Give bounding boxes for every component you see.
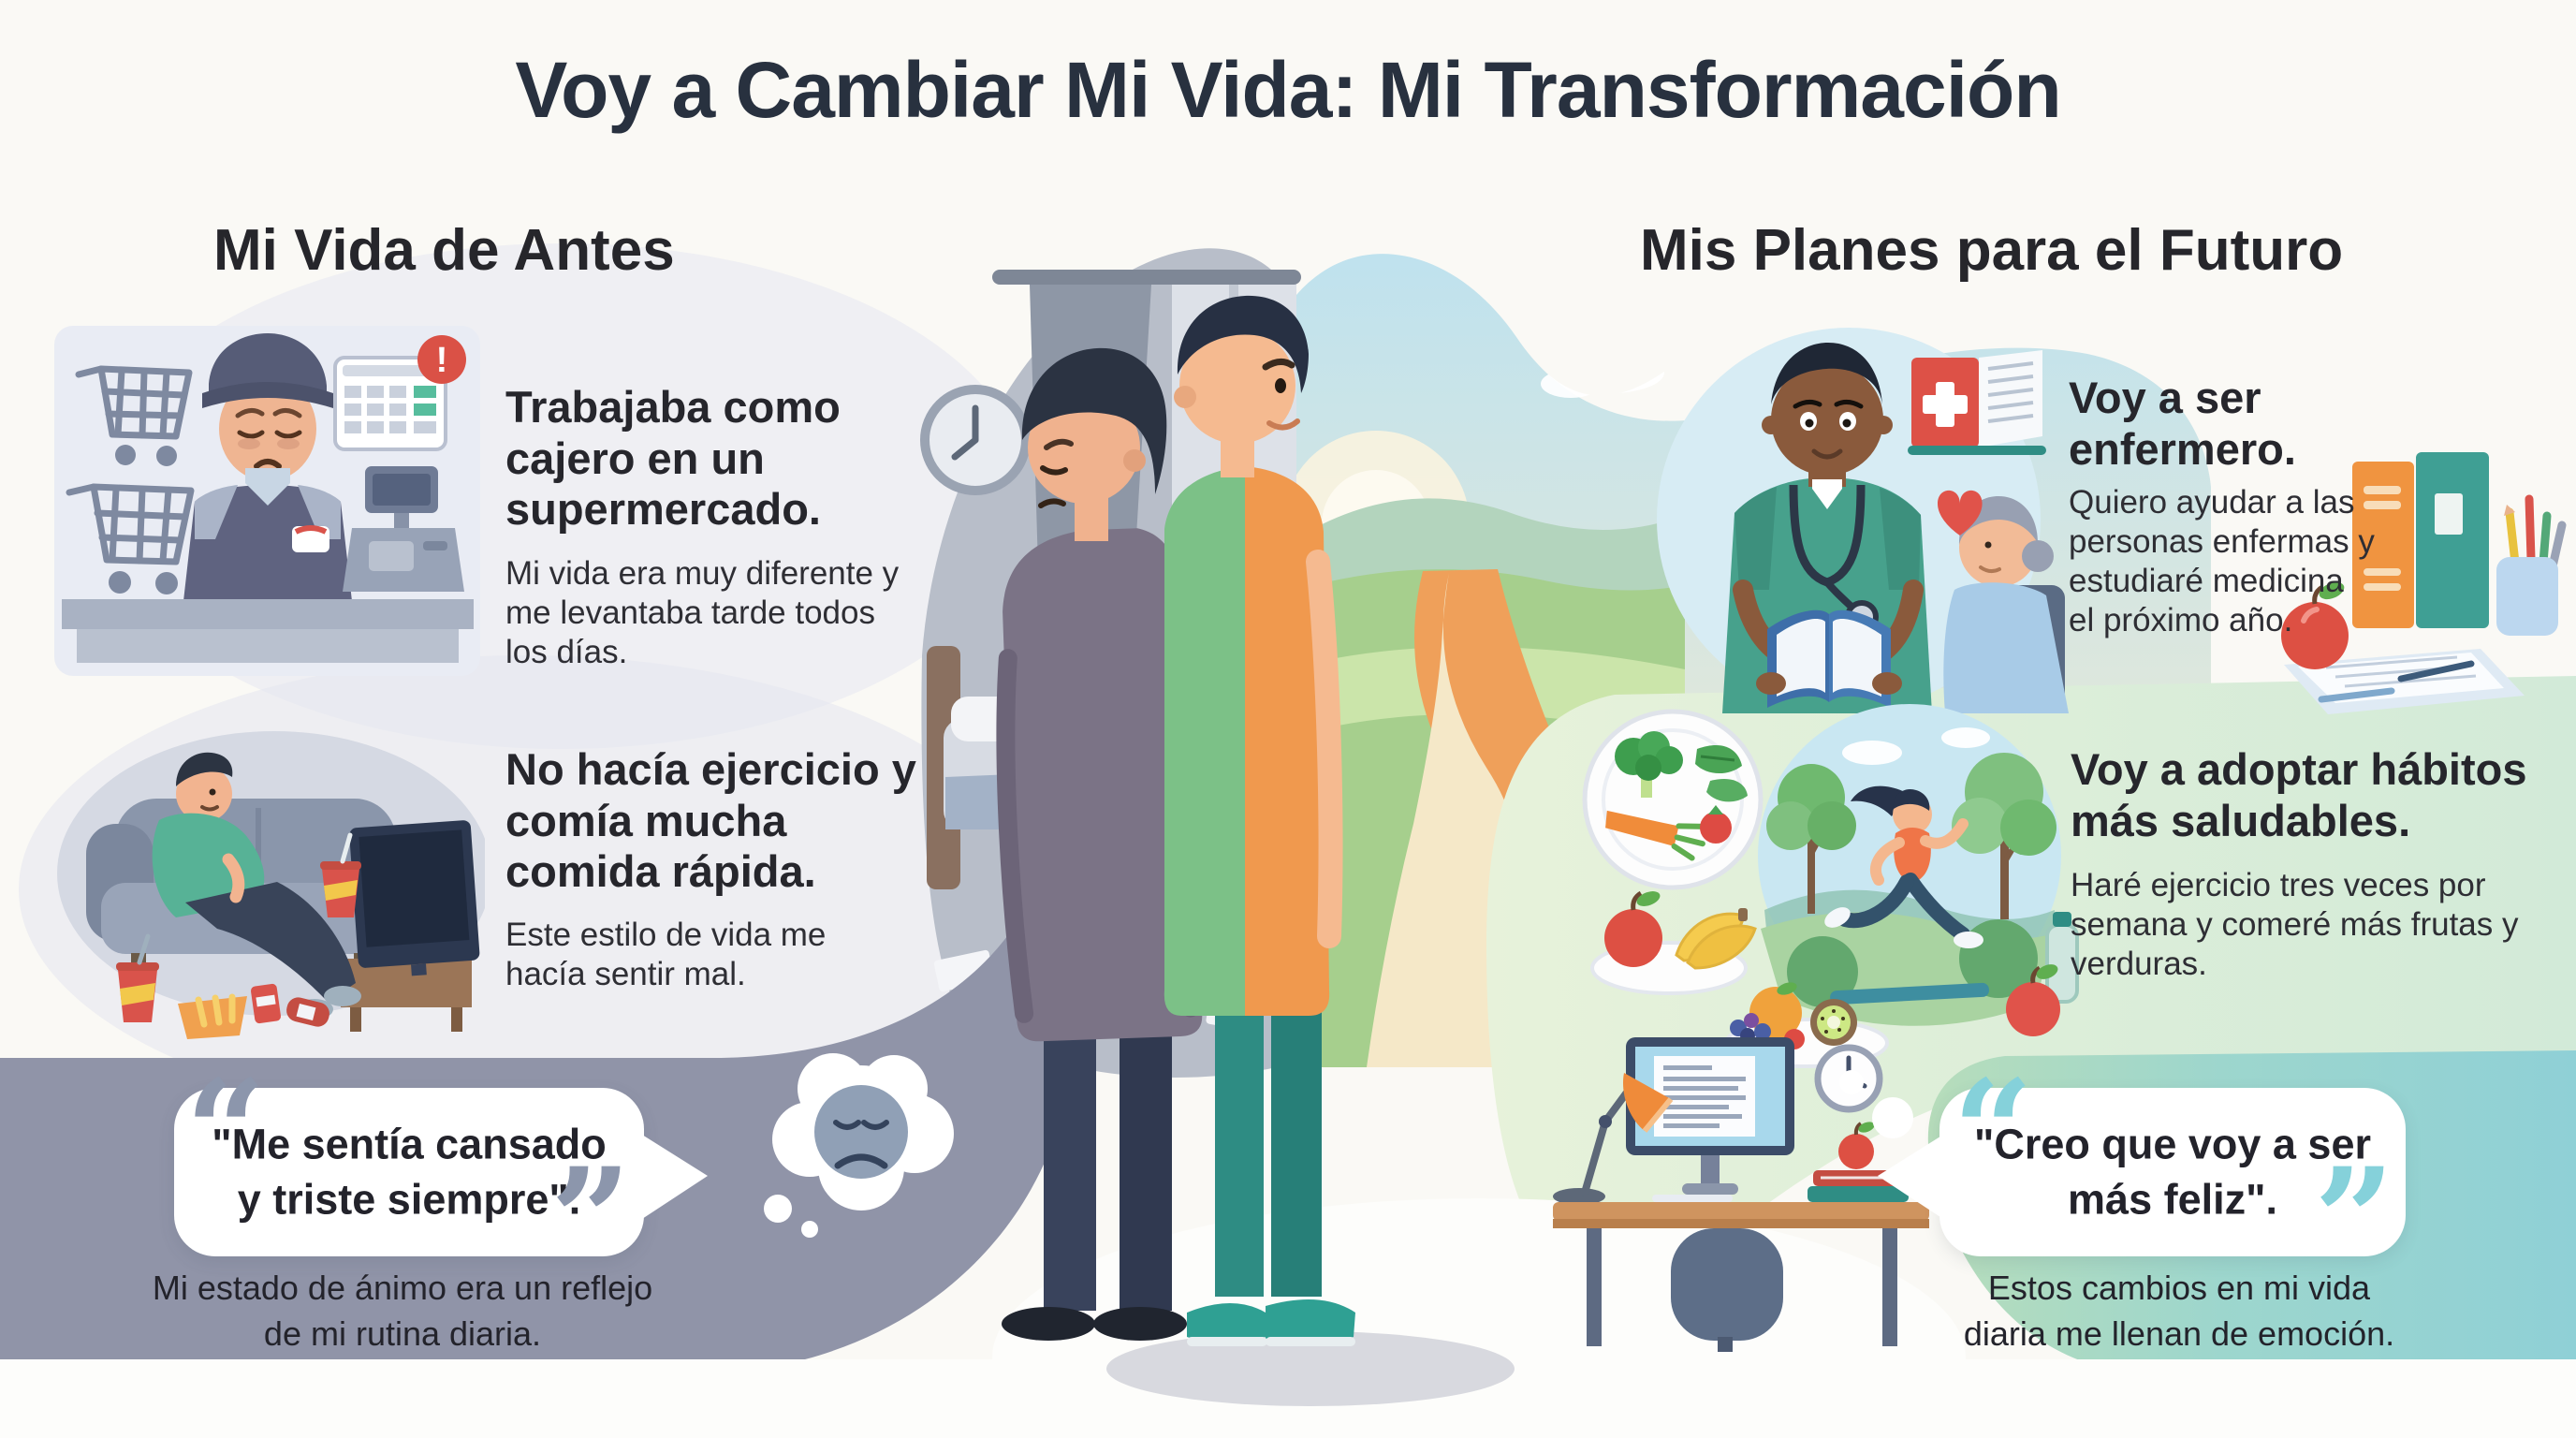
jogger-figure: [1824, 785, 1983, 948]
before-quote-bubble: "Me sentía cansado y triste siempre".: [174, 1088, 644, 1256]
tree-icon: [1766, 764, 1856, 914]
thought-dots-icon: [1839, 1070, 1913, 1138]
study-desk-illustration: [1553, 1037, 1929, 1352]
desk-lamp-icon: [1553, 1073, 1674, 1205]
open-book: [1756, 609, 1902, 708]
before-bubble-tail: [642, 1135, 708, 1219]
fruit-plate-icon: [1590, 890, 1757, 995]
future-quote-bubble: "Creo que voy a ser más feliz".: [1939, 1088, 2406, 1256]
future-quote-caption: Estos cambios en mi vida diaria me llena…: [1963, 1269, 2395, 1353]
desk-chair: [1671, 1228, 1783, 1352]
cash-register-icon: [343, 466, 464, 592]
textbooks-icon: [2352, 452, 2489, 628]
after-man-figure: [1164, 295, 1355, 1346]
section-header-future: Mis Planes para el Futuro: [1640, 218, 2344, 283]
future-bubble-tail: [1878, 1135, 1943, 1219]
future-quote-text: "Creo que voy a ser más feliz".: [1973, 1120, 2371, 1224]
fast-food-icon: [116, 832, 361, 1039]
vegetable-plate-icon: [1582, 709, 1764, 890]
couch-tv-fast-food-illustration: [57, 731, 485, 1039]
books-stationery-illustration: [2281, 452, 2567, 714]
before-item-1-body: Mi vida era muy diferente y me levantaba…: [505, 555, 900, 670]
notebook-icon: [2284, 649, 2525, 714]
tree-icon: [1952, 753, 2056, 919]
cashier-illustration: !: [54, 326, 480, 676]
before-item-1-heading: Trabajaba como cajero en un supermercado…: [505, 382, 841, 535]
page-title: Voy a Cambiar Mi Vida: Mi Transformación: [515, 46, 2061, 134]
patient-figure: [1943, 496, 2069, 713]
future-item-1-heading: Voy a ser enfermero.: [2069, 373, 2296, 474]
before-quote-caption: Mi estado de ánimo era un reflejo de mi …: [152, 1269, 653, 1353]
checkout-counter-base: [77, 629, 459, 663]
pencil-cup-icon: [2496, 494, 2567, 636]
before-quote-text: "Me sentía cansado y triste siempre".: [212, 1120, 607, 1224]
computer-monitor: [1626, 1037, 1794, 1195]
sad-thought-cloud-icon: [764, 1053, 954, 1238]
nurse-figure: [1722, 343, 1932, 713]
tv: [341, 820, 480, 1032]
future-item-2-heading: Voy a adoptar hábitos más saludables.: [2071, 744, 2527, 845]
heart-icon: [1938, 490, 1983, 536]
keyboard: [1652, 1195, 1733, 1202]
section-header-before: Mi Vida de Antes: [213, 218, 675, 283]
alert-exclamation: !: [436, 341, 448, 380]
before-item-2-heading: No hacía ejercicio y comía mucha comida …: [505, 744, 916, 897]
nurse-patient-illustration: [1657, 328, 2069, 713]
desk: [1553, 1202, 1929, 1346]
medical-book-icon: [1908, 350, 2046, 455]
shopping-carts-icon: [66, 365, 195, 594]
checkout-counter: [62, 599, 474, 629]
future-item-2-body: Haré ejercicio tres veces por semana y c…: [2071, 867, 2519, 982]
apple-water-bottle-icon: [2006, 912, 2079, 1036]
figures-shadow: [1106, 1331, 1515, 1406]
jogger-park-illustration: [1582, 704, 2079, 1068]
before-man-figure: [996, 347, 1204, 1341]
calendar-alert-icon: !: [333, 335, 466, 451]
before-item-2-body: Este estilo de vida me hacía sentir mal.: [505, 917, 827, 992]
cashier-figure: [183, 333, 352, 601]
future-item-1-body: Quiero ayudar a las personas enfermas y …: [2069, 484, 2375, 638]
apple-icon: [2281, 581, 2349, 669]
